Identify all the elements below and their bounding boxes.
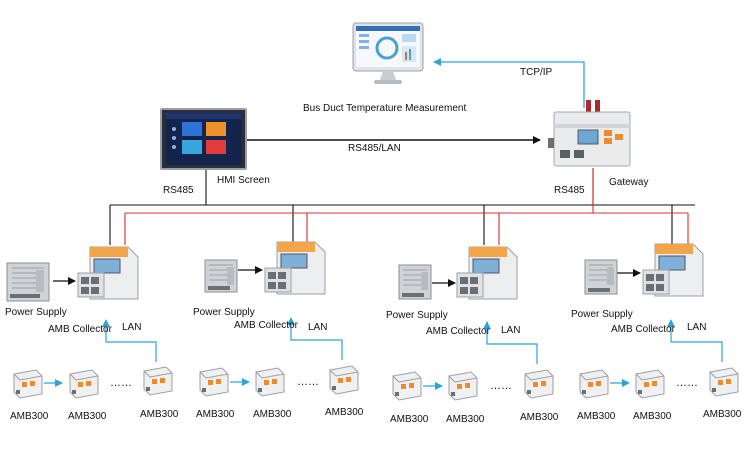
amb300-sensor-icon (69, 369, 99, 399)
gateway-caption: Gateway (609, 177, 649, 188)
power-supply-icon (398, 264, 432, 300)
tcpip-link (433, 58, 585, 108)
amb300-sensor-icon (329, 365, 359, 395)
trunk-label: RS485/LAN (348, 143, 401, 154)
power-drops (124, 213, 689, 245)
power-supply-label: Power Supply (193, 307, 255, 318)
lan-arrow-2 (287, 317, 343, 360)
amb300-sensor-icon (448, 371, 478, 401)
amb300-label: AMB300 (703, 409, 742, 420)
sensor-ellipsis: …… (297, 376, 319, 388)
amb300-sensor-icon (709, 367, 739, 397)
amb300-label: AMB300 (325, 407, 364, 418)
amb-collector-icon (264, 241, 326, 295)
gateway-icon (548, 100, 631, 167)
amb-collector-label: AMB Collector (48, 324, 112, 335)
rs485-bus (110, 168, 695, 206)
sensor-ellipsis: …… (490, 380, 512, 392)
amb300-label: AMB300 (68, 411, 107, 422)
amb300-label: AMB300 (577, 411, 616, 422)
amb-collector-icon (456, 246, 518, 300)
power-bus (125, 168, 688, 214)
power-supply-label: Power Supply (571, 309, 633, 320)
tcpip-label: TCP/IP (520, 67, 553, 78)
amb-collector-label: AMB Collector (234, 320, 298, 331)
power-supply-icon (584, 259, 618, 295)
amb300-label: AMB300 (446, 414, 485, 425)
amb300-sensor-icon (524, 369, 554, 399)
lan-arrow-4 (667, 319, 723, 362)
monitor-icon (352, 22, 424, 84)
amb-collector-icon (642, 243, 704, 297)
power-supply-icon (204, 259, 238, 293)
monitor-caption: Bus Duct Temperature Measurement (303, 103, 467, 114)
lan-label: LAN (501, 325, 521, 336)
power-supply-icon (6, 262, 50, 302)
lan-arrow-3 (483, 321, 538, 364)
lan-label: LAN (687, 322, 707, 333)
lan-label: LAN (308, 322, 328, 333)
amb-collector-label: AMB Collector (426, 326, 490, 337)
amb300-label: AMB300 (253, 409, 292, 420)
power-supply-label: Power Supply (5, 307, 67, 318)
amb300-sensor-icon (143, 366, 173, 396)
sensor-ellipsis: …… (676, 377, 698, 389)
amb300-sensor-icon (392, 371, 422, 401)
amb300-label: AMB300 (196, 409, 235, 420)
amb300-sensor-icon (635, 369, 665, 399)
amb-collector-icon (77, 246, 139, 300)
amb300-sensor-icon (199, 367, 229, 397)
hmi-rs485-label: RS485 (163, 185, 194, 196)
gateway-rs485-label: RS485 (554, 185, 585, 196)
amb300-label: AMB300 (10, 411, 49, 422)
amb300-label: AMB300 (520, 412, 559, 423)
rs485-drops (109, 205, 673, 245)
lan-arrow-1 (102, 319, 157, 362)
lan-label: LAN (122, 322, 142, 333)
amb300-label: AMB300 (390, 414, 429, 425)
power-supply-label: Power Supply (386, 310, 448, 321)
amb300-label: AMB300 (140, 409, 179, 420)
amb300-sensor-icon (13, 369, 43, 399)
sensor-ellipsis: …… (110, 377, 132, 389)
hmi-screen-icon (160, 108, 247, 170)
amb300-sensor-icon (579, 369, 609, 399)
amb300-label: AMB300 (633, 411, 672, 422)
hmi-caption: HMI Screen (217, 175, 270, 186)
amb-collector-label: AMB Collector (611, 324, 675, 335)
amb300-sensor-icon (255, 367, 285, 397)
